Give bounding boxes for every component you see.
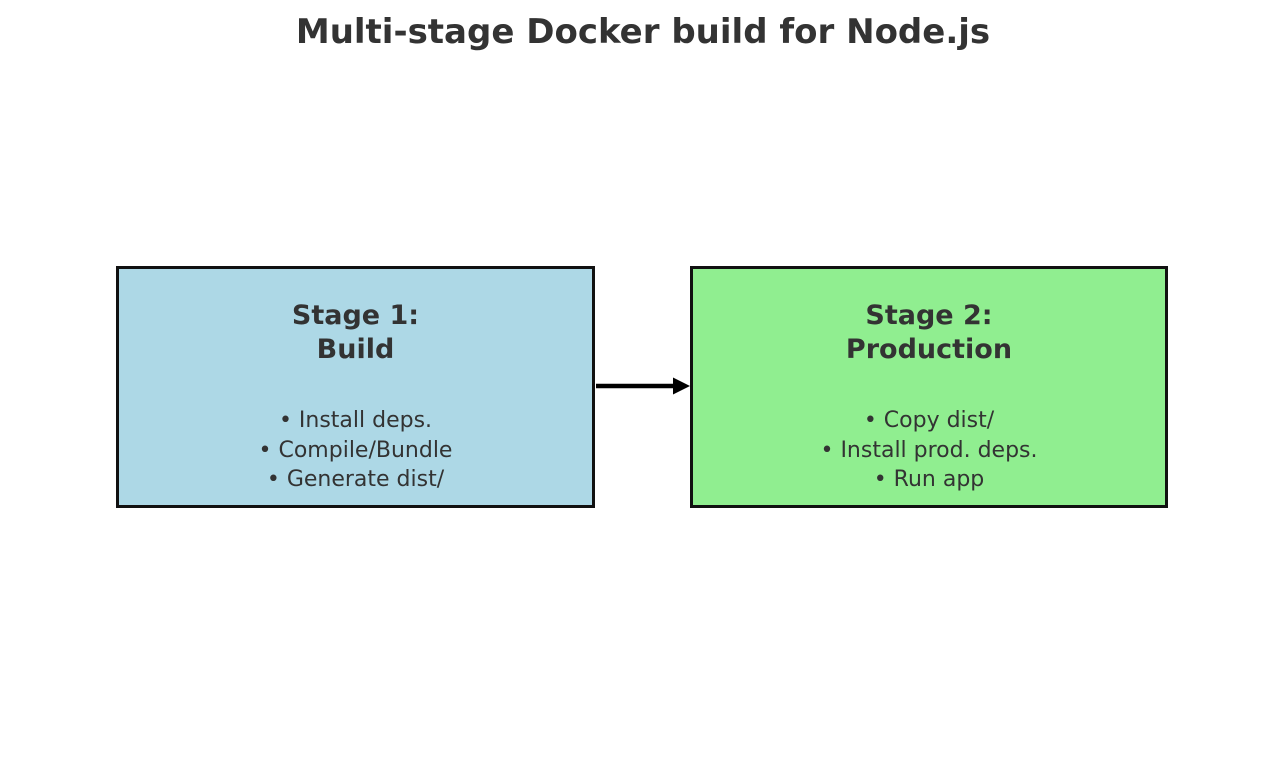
stage2-bullets: • Copy dist/ • Install prod. deps. • Run… [820,406,1037,495]
stage2-title-line1: Stage 2: [865,300,993,331]
stage1-title: Stage 1: Build [292,299,419,367]
bullet-item: • Install deps. [278,408,433,433]
stage1-box: Stage 1: Build • Install deps. • Compile… [116,266,595,508]
stage1-to-stage2-arrow-icon [596,377,690,395]
bullet-item: • Run app [873,467,985,492]
stage2-box: Stage 2: Production • Copy dist/ • Insta… [690,266,1168,508]
bullet-item: • Generate dist/ [266,467,445,492]
bullet-item: • Copy dist/ [863,408,995,433]
stage1-bullets: • Install deps. • Compile/Bundle • Gener… [259,406,453,495]
diagram-title: Multi-stage Docker build for Node.js [295,12,991,52]
stage2-title: Stage 2: Production [846,299,1012,367]
stage1-title-line2: Build [316,334,395,365]
bullet-item: • Compile/Bundle [258,437,453,463]
bullet-item: • Install prod. deps. [820,437,1038,463]
stage1-title-line1: Stage 1: [291,300,420,331]
stage2-title-line2: Production [845,334,1013,365]
